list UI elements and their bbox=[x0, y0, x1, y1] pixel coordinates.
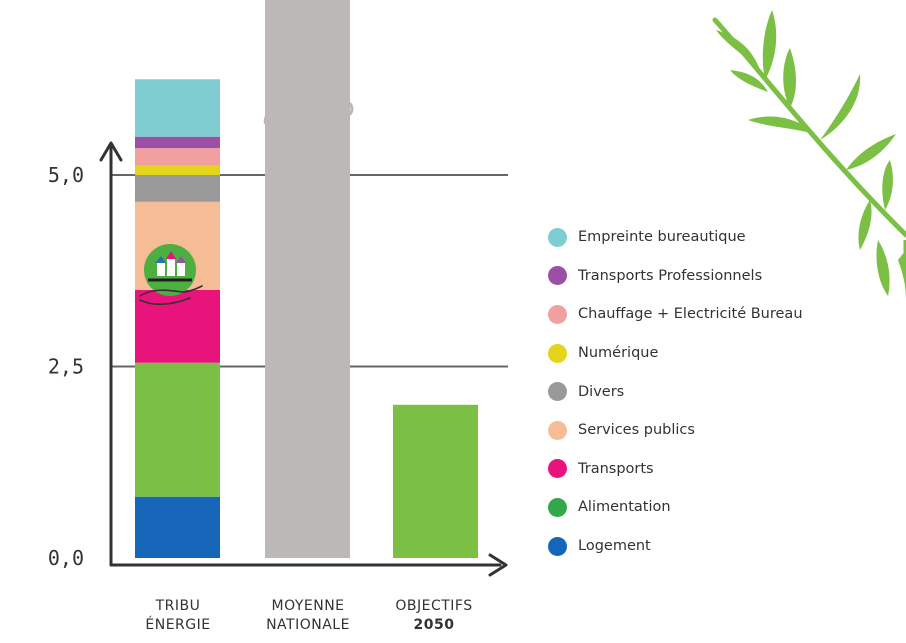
legend-swatch bbox=[548, 497, 567, 517]
legend-item: Divers bbox=[548, 372, 878, 411]
axes bbox=[99, 141, 508, 577]
category-label-2-line2: NATIONALE bbox=[266, 617, 350, 633]
legend-swatch bbox=[548, 420, 567, 440]
legend-label: Empreinte bureautique bbox=[578, 229, 746, 246]
legend-item: Numérique bbox=[548, 334, 878, 373]
bamboo-leaves-icon bbox=[712, 10, 906, 300]
x-axis-arrow bbox=[488, 553, 508, 577]
y-tick-labels: 0,02,55,07,510,0 bbox=[48, 163, 84, 570]
legend-item: Transports Professionnels bbox=[548, 257, 878, 296]
legend-label: Alimentation bbox=[578, 499, 671, 516]
legend-item: Services publics bbox=[548, 411, 878, 450]
legend-label: Transports Professionnels bbox=[578, 267, 763, 284]
sprout-icon bbox=[410, 443, 455, 486]
y-axis-arrow bbox=[99, 141, 123, 162]
legend-item: Logement bbox=[548, 527, 878, 566]
y-tick-label: 0,0 bbox=[48, 546, 84, 570]
stack-segment-9 bbox=[135, 79, 220, 137]
legend-item: Chauffage + Electricité Bureau bbox=[548, 295, 878, 334]
category-label-3-line2: 2050 bbox=[414, 617, 455, 633]
legend-item: Empreinte bureautique bbox=[548, 218, 878, 257]
category-label-1-line1: TRIBU bbox=[155, 598, 201, 614]
stack-segment-2 bbox=[135, 362, 220, 497]
legend-swatch bbox=[548, 304, 567, 324]
legend-label: Logement bbox=[578, 538, 651, 555]
stack-segment-8 bbox=[135, 136, 220, 149]
legend-item: Transports bbox=[548, 450, 878, 489]
category-label-2-line1: MOYENNE bbox=[271, 598, 344, 614]
bar-2 bbox=[265, 0, 350, 559]
y-tick-label: 2,5 bbox=[48, 355, 84, 379]
legend-label: Numérique bbox=[578, 345, 659, 362]
cloud-icon bbox=[263, 94, 354, 126]
legend-label: Transports bbox=[578, 460, 654, 477]
legend-label: Divers bbox=[578, 383, 625, 400]
stack-segment-5 bbox=[135, 175, 220, 202]
category-label-1-line2: ÉNERGIE bbox=[145, 616, 210, 633]
x-category-labels: TRIBU ÉNERGIE MOYENNE NATIONALE OBJECTIF… bbox=[145, 598, 472, 633]
legend-item: Alimentation bbox=[548, 488, 878, 527]
stack-segment-1 bbox=[135, 496, 220, 558]
y-tick-label: 5,0 bbox=[48, 163, 84, 187]
stack-segment-7 bbox=[135, 148, 220, 166]
legend-swatch bbox=[548, 343, 567, 363]
legend-swatch bbox=[548, 536, 567, 556]
category-label-3-line1: OBJECTIFS bbox=[395, 598, 472, 614]
legend-label: Services publics bbox=[578, 422, 695, 439]
legend-swatch bbox=[548, 266, 567, 286]
legend-swatch bbox=[548, 382, 567, 402]
hand-holding-house-logo-icon bbox=[139, 244, 203, 306]
legend-swatch bbox=[548, 459, 567, 479]
bar-3 bbox=[393, 404, 478, 558]
legend-label: Chauffage + Electricité Bureau bbox=[578, 306, 803, 323]
legend-swatch bbox=[548, 227, 567, 247]
stack-segment-3 bbox=[135, 289, 220, 363]
stack-segment-6 bbox=[135, 165, 220, 175]
